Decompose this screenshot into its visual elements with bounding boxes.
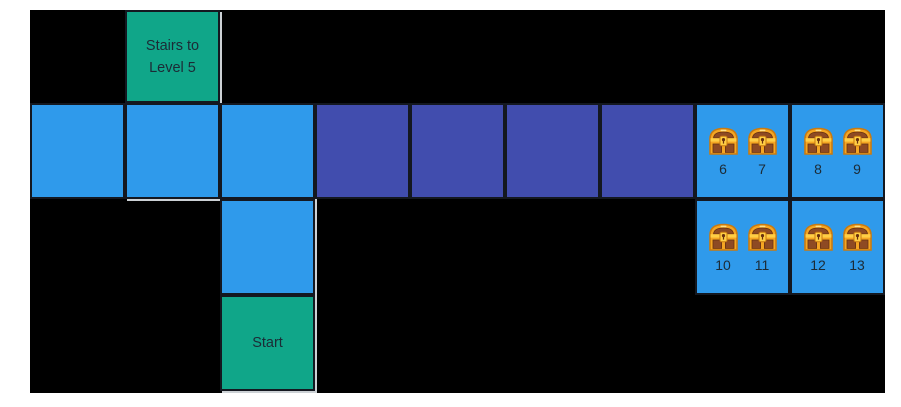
map-tile-corridor[interactable]	[505, 103, 600, 199]
chest-slot: 13	[841, 222, 874, 273]
chest-number: 10	[715, 256, 731, 273]
chest-slot: 9	[841, 126, 874, 177]
map-tile-path[interactable]	[125, 103, 220, 199]
treasure-chest-icon	[708, 223, 738, 251]
treasure-chest-icon	[842, 223, 872, 251]
chest-number: 13	[849, 256, 865, 273]
map-tile-path[interactable]	[30, 103, 125, 199]
map-tile-treasure[interactable]: 12 13	[790, 199, 885, 295]
tile-label: Stairs to	[145, 37, 200, 54]
map-tile-path[interactable]	[220, 199, 315, 295]
treasure-chest-icon	[747, 223, 777, 251]
chest-number: 11	[754, 256, 770, 273]
map-tile-path[interactable]	[220, 103, 315, 199]
treasure-chest-icon	[708, 127, 738, 155]
chest-slot: 12	[802, 222, 835, 273]
map-tile-start[interactable]: Start	[220, 295, 315, 391]
map-tile-corridor[interactable]	[410, 103, 505, 199]
treasure-chest-icon	[803, 223, 833, 251]
chest-slot: 8	[802, 126, 835, 177]
chest-number: 6	[719, 160, 727, 177]
chest-number: 7	[758, 160, 766, 177]
map-tile-corridor[interactable]	[315, 103, 410, 199]
treasure-chest-icon	[803, 127, 833, 155]
chest-number: 12	[810, 256, 826, 273]
chest-slot: 10	[707, 222, 740, 273]
chest-row: 12 13	[802, 222, 874, 273]
chest-slot: 6	[707, 126, 740, 177]
chest-row: 10 11	[707, 222, 779, 273]
chest-number: 9	[853, 160, 861, 177]
treasure-chest-icon	[842, 127, 872, 155]
chest-slot: 7	[746, 126, 779, 177]
map-tile-corridor[interactable]	[600, 103, 695, 199]
chest-slot: 11	[746, 222, 779, 273]
chest-number: 8	[814, 160, 822, 177]
map-tile-treasure[interactable]: 10 11	[695, 199, 790, 295]
treasure-chest-icon	[747, 127, 777, 155]
map-tile-stairs[interactable]: Stairs to Level 5	[125, 10, 220, 103]
tile-label: Start	[252, 335, 283, 351]
tile-label: Level 5	[149, 59, 196, 76]
